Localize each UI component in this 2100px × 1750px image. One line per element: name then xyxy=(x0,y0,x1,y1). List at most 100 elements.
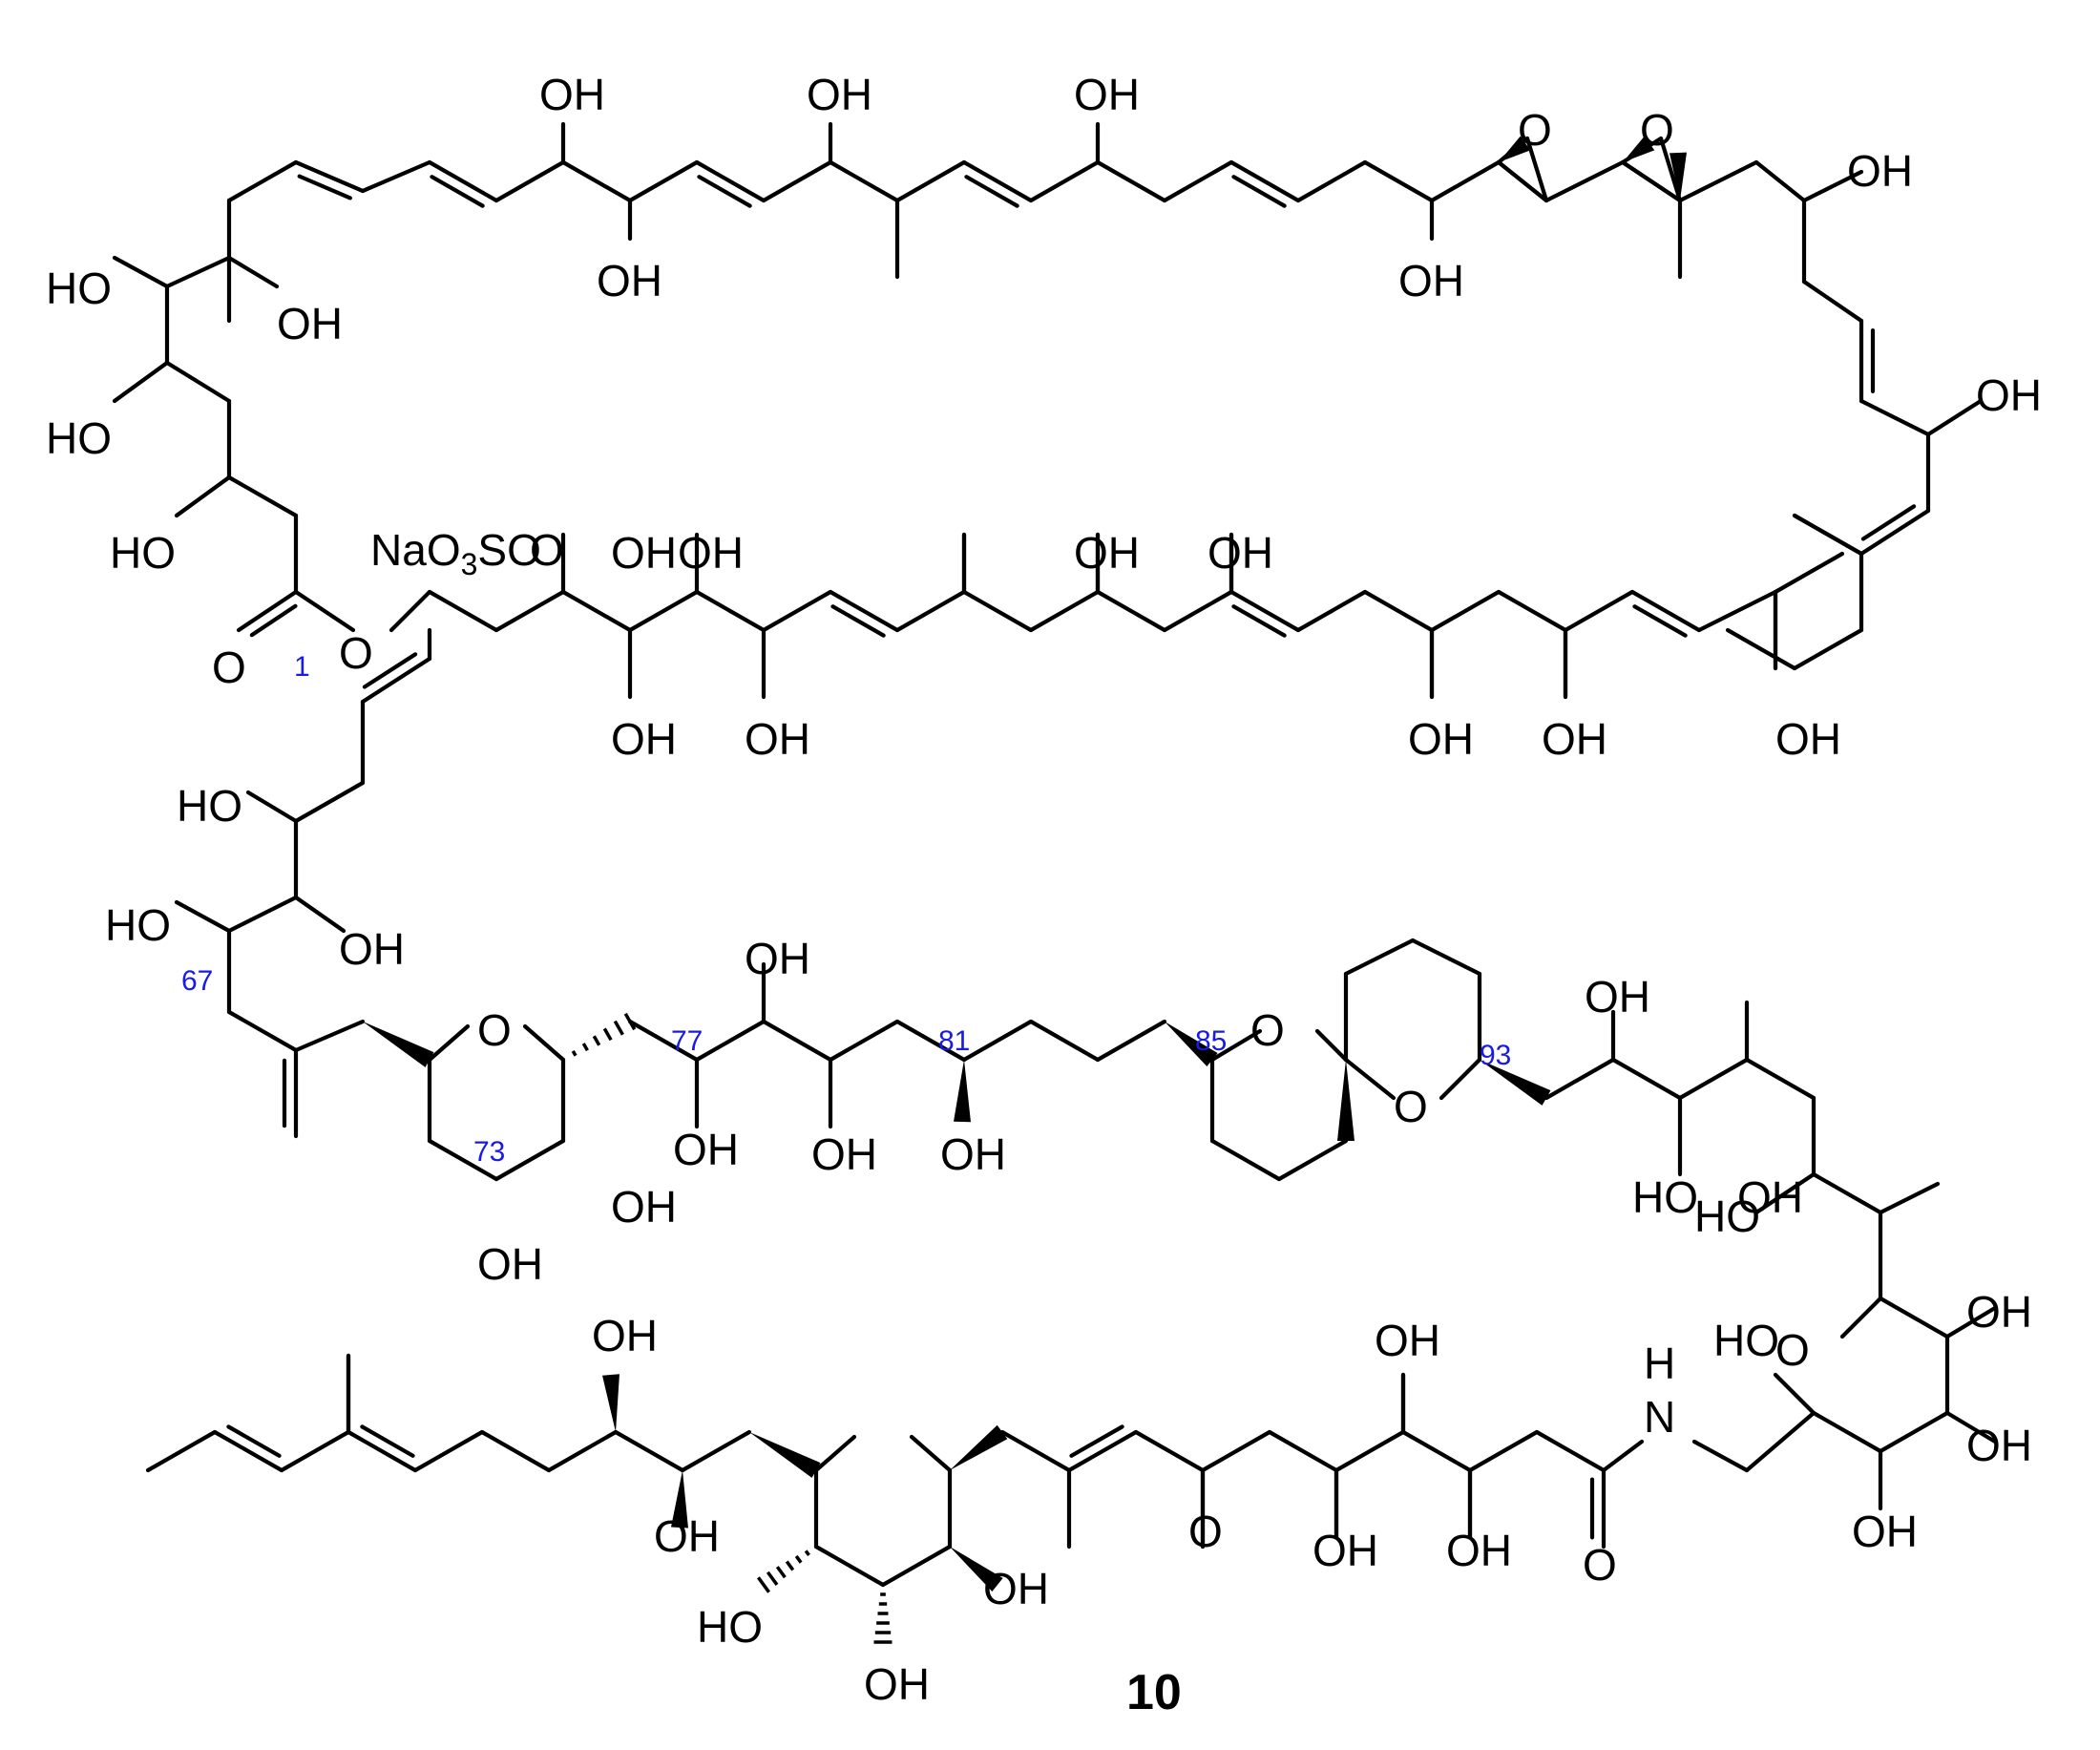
bond xyxy=(613,1429,685,1473)
bond xyxy=(360,159,432,194)
bond xyxy=(894,589,967,633)
bond xyxy=(813,1544,886,1588)
bond xyxy=(1343,1057,1396,1101)
wedge-bond xyxy=(1499,136,1531,162)
atom-label: HO xyxy=(697,1602,763,1652)
bond xyxy=(174,474,232,518)
atom-label: HO xyxy=(105,900,171,950)
wedge-layer xyxy=(363,136,1687,1644)
bond xyxy=(961,1019,1034,1063)
bond xyxy=(226,159,299,203)
bond xyxy=(236,589,299,633)
bond xyxy=(249,603,298,638)
wedge-bond xyxy=(950,1424,1008,1470)
bond xyxy=(560,589,633,633)
wedge-bond xyxy=(1623,136,1655,162)
bond xyxy=(1773,1372,1816,1416)
atom-label: OH xyxy=(1542,714,1607,764)
bond xyxy=(1496,589,1568,633)
hashed-bond xyxy=(785,1560,795,1571)
bond xyxy=(522,1023,566,1063)
atom-label: OH xyxy=(654,1511,720,1561)
atom-label: OH xyxy=(1074,70,1140,119)
bond xyxy=(1028,1019,1101,1063)
bond xyxy=(761,159,833,203)
atom-label: OH xyxy=(477,1239,543,1289)
bond xyxy=(1028,589,1101,633)
bond xyxy=(1878,1181,1941,1215)
atom-label: OH xyxy=(611,528,677,578)
atom-label: O xyxy=(1188,1507,1223,1556)
atom-label: OH xyxy=(745,714,810,764)
atom-label: O xyxy=(1775,1325,1810,1375)
bond xyxy=(1295,159,1368,203)
atom-label: OH xyxy=(597,256,662,306)
bond xyxy=(1231,175,1287,208)
bond xyxy=(1095,159,1167,203)
bond xyxy=(1362,159,1435,203)
atom-label: OH xyxy=(1208,528,1273,578)
wedge-bond xyxy=(1165,1022,1218,1067)
bond xyxy=(164,255,232,289)
bond xyxy=(1162,159,1234,203)
atom-label: O xyxy=(212,643,246,692)
wedge-bond xyxy=(602,1374,620,1432)
atom-label: O xyxy=(1583,1540,1617,1590)
bond xyxy=(1677,1057,1750,1101)
bond xyxy=(412,1429,485,1473)
bond xyxy=(1878,1296,1950,1339)
atom-label: OH xyxy=(1398,256,1464,306)
bond xyxy=(1343,938,1416,977)
atom-label: OH xyxy=(277,299,343,348)
bond xyxy=(1209,1138,1282,1182)
bond xyxy=(226,1424,282,1458)
bond xyxy=(1276,1138,1349,1182)
bond xyxy=(1544,159,1626,203)
bond xyxy=(1362,589,1435,633)
atom-label: OH xyxy=(339,924,405,974)
atom-label: HO xyxy=(110,528,176,578)
hashed-bond xyxy=(571,1050,578,1057)
bond xyxy=(1410,938,1482,977)
bond xyxy=(1133,1429,1206,1473)
hashed-bond xyxy=(804,1550,810,1556)
atom-label: OH xyxy=(807,70,872,119)
bond xyxy=(1334,1429,1406,1473)
amide-nitrogen: N xyxy=(1644,1392,1675,1442)
wedge-bond xyxy=(749,1432,821,1478)
atom-label: O xyxy=(477,1005,512,1055)
bond xyxy=(494,589,566,633)
locant-1: 1 xyxy=(294,651,310,683)
bond xyxy=(1228,589,1301,633)
bond xyxy=(1725,627,1797,671)
bond xyxy=(694,589,766,633)
wedge-bond xyxy=(363,1022,434,1067)
bond xyxy=(1095,589,1167,633)
locant-85: 85 xyxy=(1195,1025,1227,1057)
atom-label: OH xyxy=(1775,714,1841,764)
bond xyxy=(1792,627,1864,671)
bond xyxy=(1438,1057,1482,1101)
atom-label: OH xyxy=(1312,1526,1378,1575)
bond xyxy=(293,589,356,633)
bond xyxy=(830,604,886,638)
bond xyxy=(1860,504,1917,541)
bond xyxy=(694,1019,766,1063)
bond xyxy=(697,175,752,208)
bond xyxy=(1677,159,1759,203)
bond xyxy=(1658,136,1683,203)
hashed-bond xyxy=(581,1043,589,1052)
bond xyxy=(1200,1429,1272,1473)
hashed-bond xyxy=(775,1566,787,1579)
atom-label: HO xyxy=(1713,1316,1779,1365)
bond xyxy=(346,1429,418,1473)
hashed-bond xyxy=(766,1571,779,1586)
bond xyxy=(813,1434,857,1473)
atom-label: OH xyxy=(811,1129,877,1179)
compound-number: 10 xyxy=(1126,1665,1182,1720)
bond xyxy=(1754,159,1807,203)
atom-label: OH xyxy=(1852,1507,1918,1556)
hashed-bond xyxy=(756,1576,771,1593)
bond xyxy=(360,1424,415,1458)
